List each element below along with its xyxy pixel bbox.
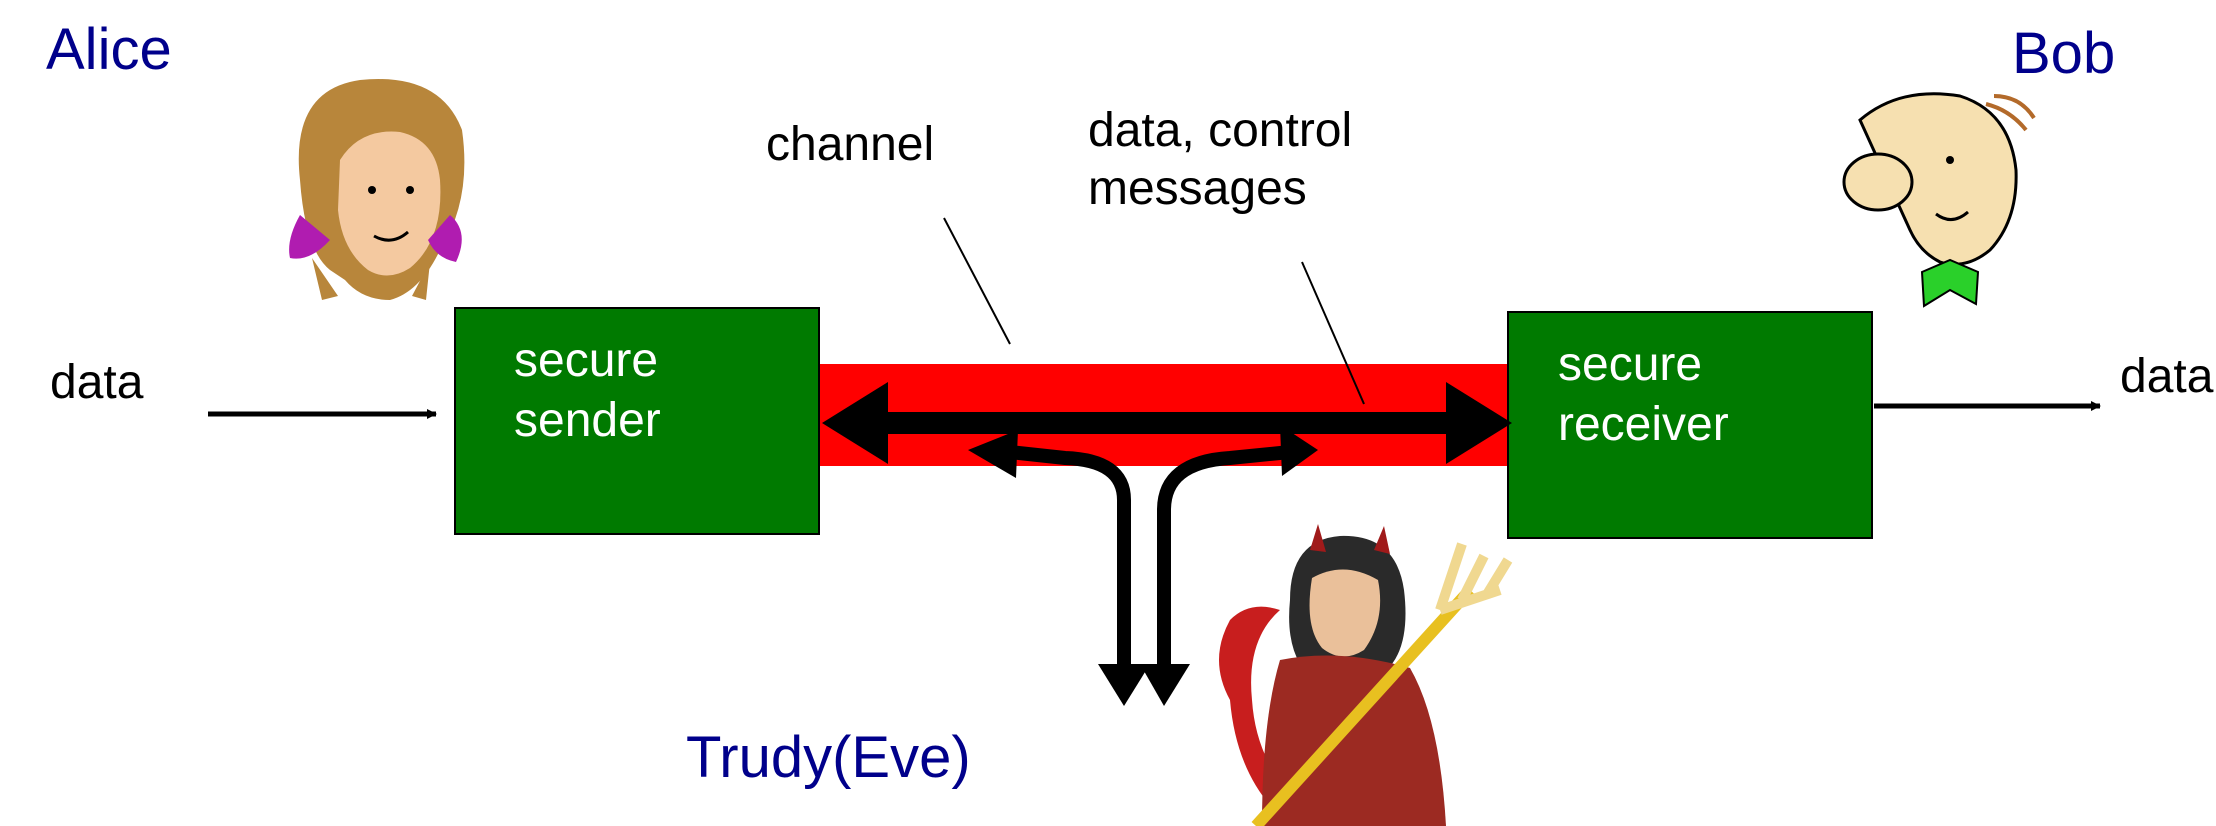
trudy-label: Trudy(Eve) — [686, 725, 971, 790]
alice-face-icon — [289, 79, 465, 300]
sender-label-line2: sender — [514, 394, 661, 447]
channel-leader-line — [943, 217, 1011, 345]
messages-label-line2: messages — [1088, 162, 1307, 215]
bob-label: Bob — [2012, 21, 2116, 86]
receiver-label-line2: receiver — [1558, 398, 1729, 451]
data-flow-double-arrow — [822, 382, 1512, 464]
bob-face-icon — [1842, 92, 2036, 308]
alice-label: Alice — [46, 17, 172, 82]
messages-leader-line — [1301, 261, 1365, 405]
secure-sender-box — [454, 307, 820, 535]
eavesdrop-arrowheads — [968, 425, 1318, 706]
data-in-label: data — [50, 356, 144, 409]
data-out-label: data — [2120, 350, 2214, 403]
messages-label-line1: data, control — [1088, 104, 1353, 157]
secure-receiver-box — [1507, 311, 1873, 539]
channel-label: channel — [766, 118, 935, 171]
eavesdrop-arrows — [1009, 445, 1291, 664]
trudy-devil-icon — [1219, 524, 1513, 826]
sender-label-line1: secure — [514, 334, 659, 387]
receiver-label-line1: secure — [1558, 338, 1703, 391]
